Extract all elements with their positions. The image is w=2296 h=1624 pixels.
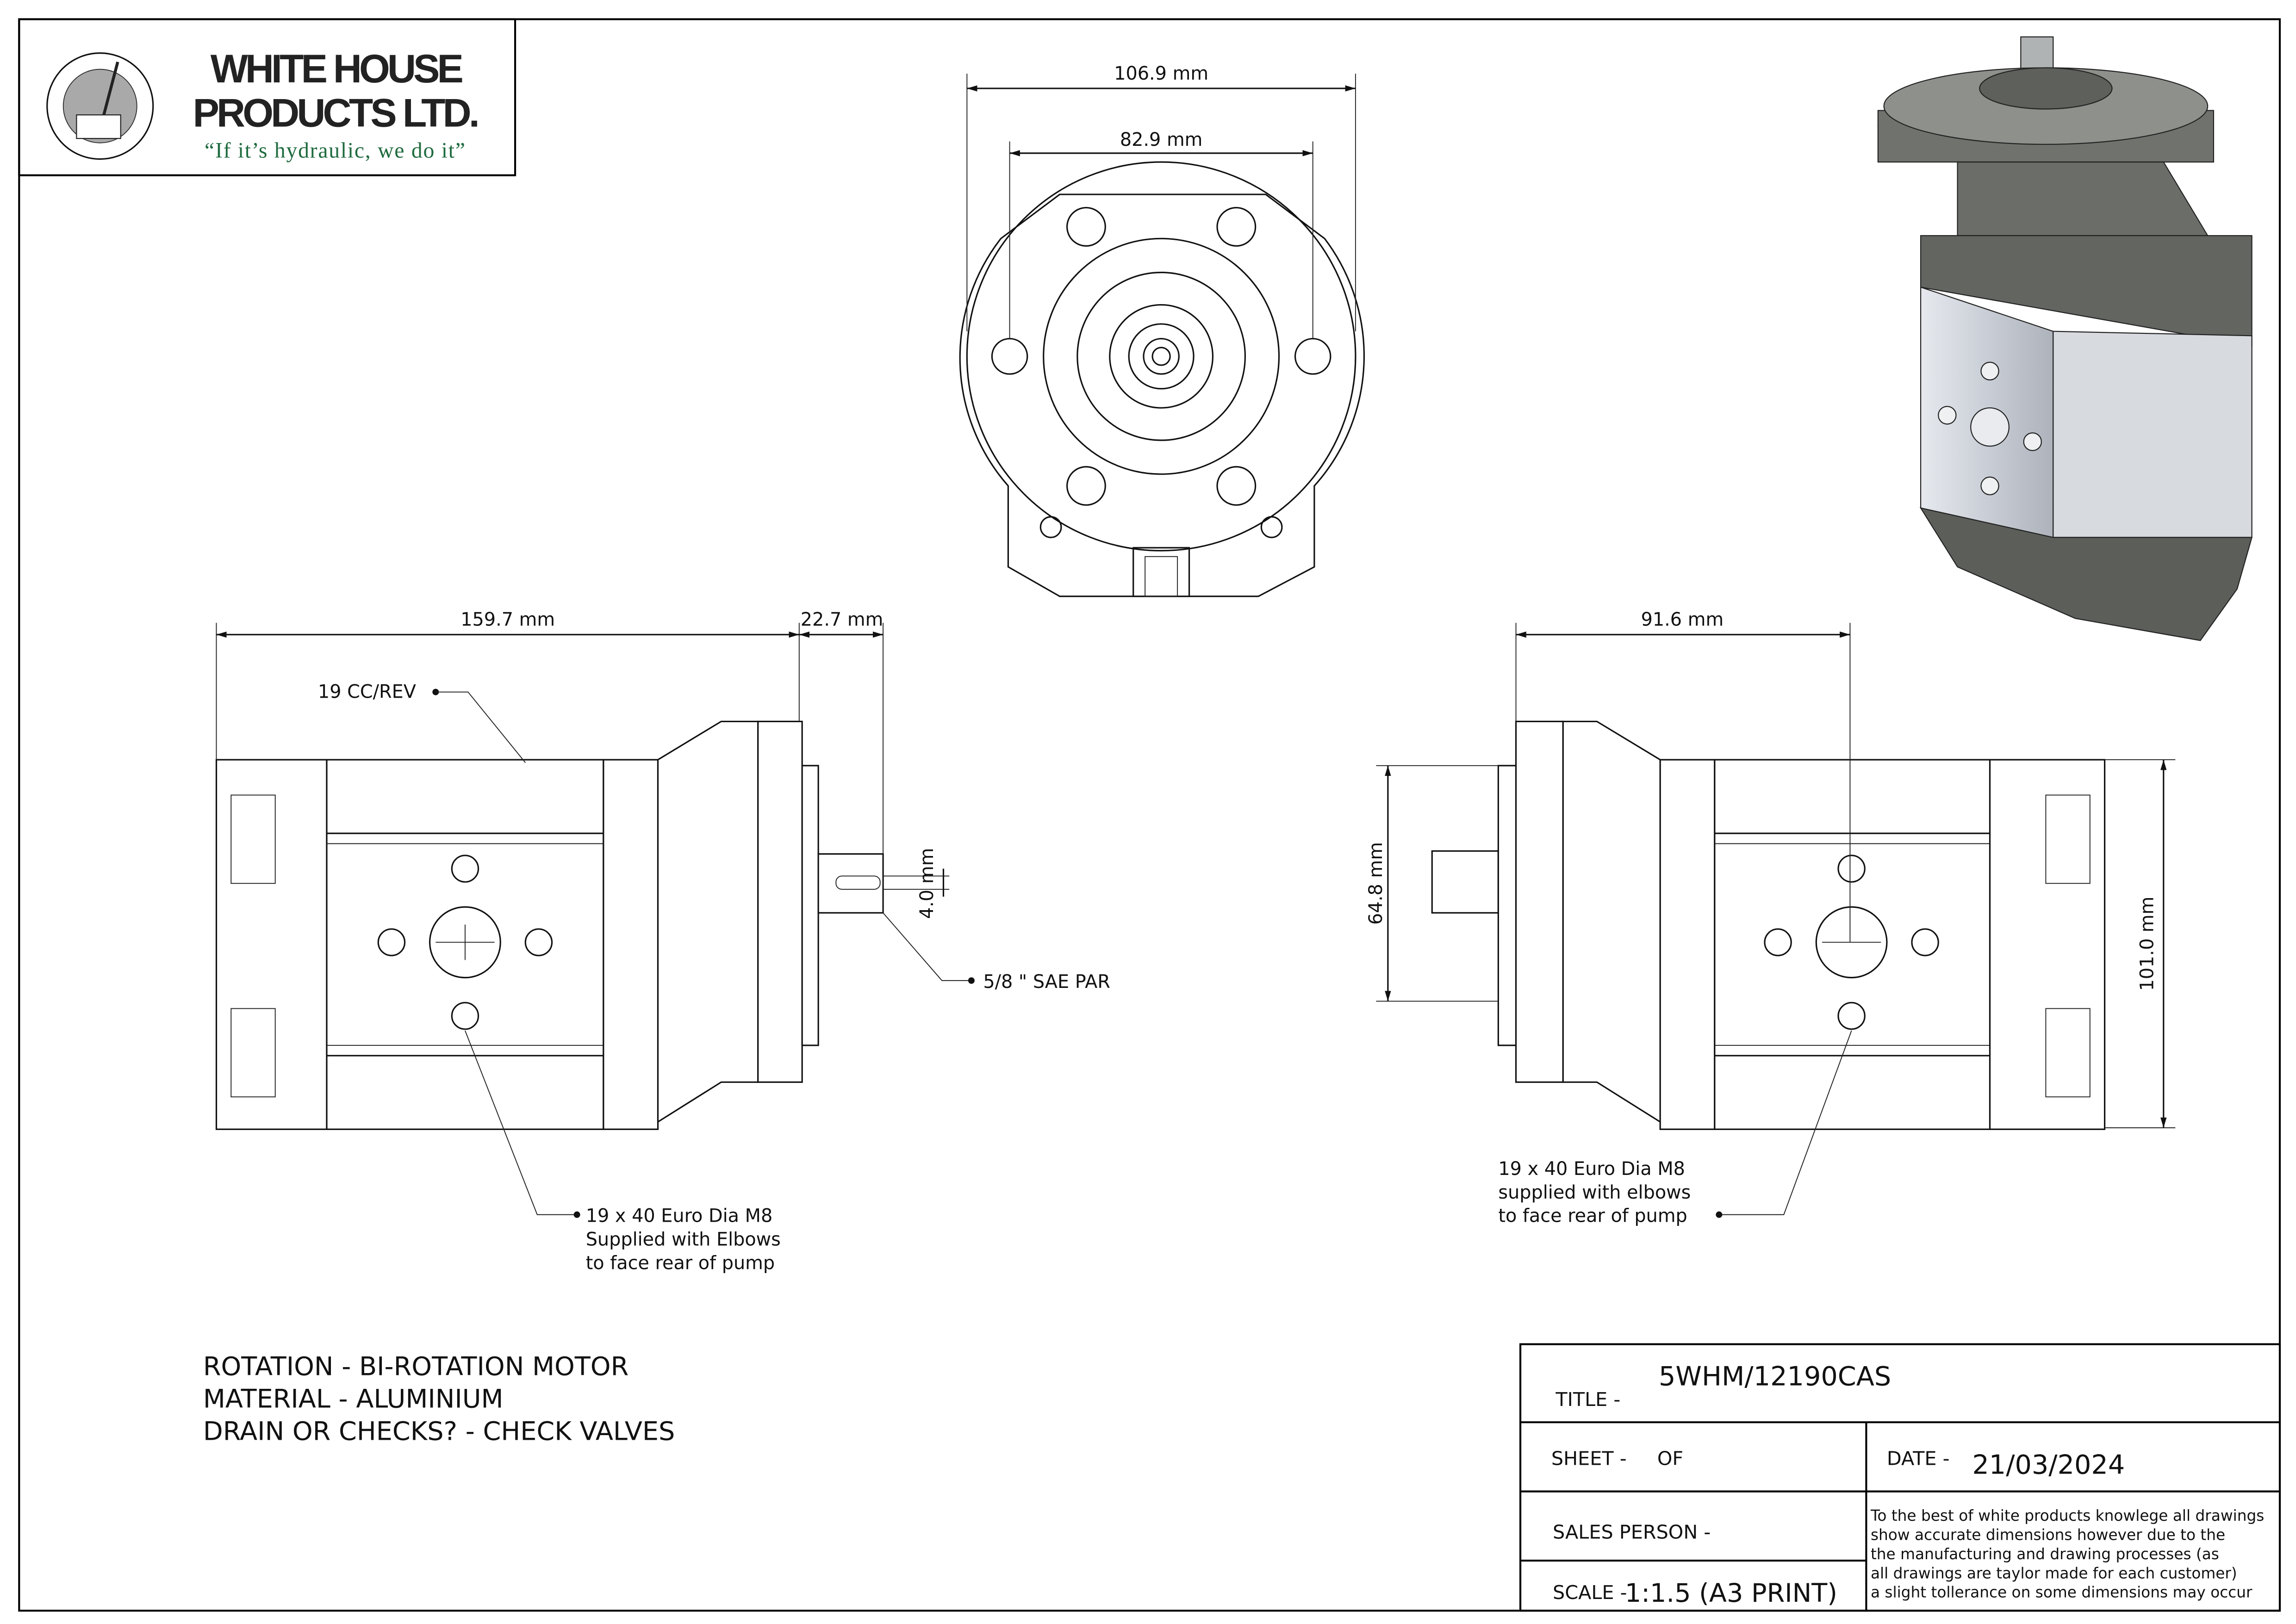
dim-right-length: 91.6 mm: [1641, 609, 1724, 631]
note-rotation: ROTATION - BI-ROTATION MOTOR: [203, 1351, 628, 1381]
note-material: MATERIAL - ALUMINIUM: [203, 1384, 504, 1414]
dim-key-width: 4.0 mm: [916, 848, 938, 919]
callout-shaft: 5/8 " SAE PAR: [983, 971, 1110, 993]
callout-left-port-3: to face rear of pump: [586, 1252, 775, 1274]
date-value: 21/03/2024: [1972, 1449, 2125, 1480]
dim-right-pilot: 64.8 mm: [1365, 842, 1387, 925]
disclaimer-line-1: To the best of white products knowlege a…: [1870, 1507, 2264, 1524]
callout-left-port-2: Supplied with Elbows: [586, 1229, 781, 1250]
callout-left-port-1: 19 x 40 Euro Dia M8: [586, 1206, 773, 1227]
callout-right-port-1: 19 x 40 Euro Dia M8: [1498, 1158, 1685, 1180]
logo-seal-icon: [46, 52, 154, 160]
dim-front-bolt: 82.9 mm: [1120, 129, 1203, 150]
front-view: 106.9 mm 82.9 mm: [959, 63, 1365, 597]
title-block: TITLE - 5WHM/12190CAS SHEET - OF DATE - …: [1519, 1343, 2281, 1612]
sales-person-label: SALES PERSON -: [1553, 1521, 1711, 1543]
disclaimer-line-2: show accurate dimensions however due to …: [1871, 1526, 2225, 1544]
scale-value: 1:1.5 (A3 PRINT): [1625, 1578, 1837, 1608]
disclaimer-line-5: a slight tollerance on some dimensions m…: [1871, 1584, 2252, 1601]
title-value: 5WHM/12190CAS: [1659, 1362, 1891, 1392]
dim-front-outer: 106.9 mm: [1114, 63, 1208, 84]
right-side-view: 91.6 mm 64.8 mm 101.0 mm 19 x 40 Euro Di…: [1365, 609, 2176, 1227]
sheet-border: [18, 18, 2281, 1612]
general-notes: ROTATION - BI-ROTATION MOTOR MATERIAL - …: [203, 1351, 675, 1446]
logo-line-1: WHITE HOUSE: [211, 47, 464, 91]
disclaimer-line-4: all drawings are taylor made for each cu…: [1871, 1564, 2237, 1582]
dim-right-height: 101.0 mm: [2137, 897, 2158, 991]
disclaimer-line-3: the manufacturing and drawing processes …: [1871, 1545, 2219, 1563]
title-label: TITLE -: [1555, 1388, 1620, 1411]
pump-3d-render: [1877, 36, 2253, 641]
sheet-of: OF: [1657, 1447, 1683, 1469]
sheet-label: SHEET -: [1551, 1447, 1627, 1469]
callout-displacement: 19 CC/REV: [318, 681, 416, 703]
dim-left-length: 159.7 mm: [460, 609, 555, 631]
logo-tagline: “If it’s hydraulic, we do it”: [205, 138, 465, 162]
scale-label: SCALE -: [1553, 1581, 1627, 1604]
left-side-view: 159.7 mm 22.7 mm 4.0 mm 19 CC/REV 5/8 " …: [215, 609, 1110, 1274]
callout-right-port-2: supplied with elbows: [1498, 1182, 1691, 1203]
logo-line-2: PRODUCTS LTD.: [193, 91, 480, 136]
company-logo: WHITE HOUSE PRODUCTS LTD. “If it’s hydra…: [18, 18, 516, 176]
date-label: DATE -: [1887, 1447, 1950, 1469]
dim-left-shaft: 22.7 mm: [801, 609, 884, 631]
callout-right-port-3: to face rear of pump: [1498, 1206, 1687, 1227]
note-drain: DRAIN OR CHECKS? - CHECK VALVES: [203, 1416, 675, 1446]
